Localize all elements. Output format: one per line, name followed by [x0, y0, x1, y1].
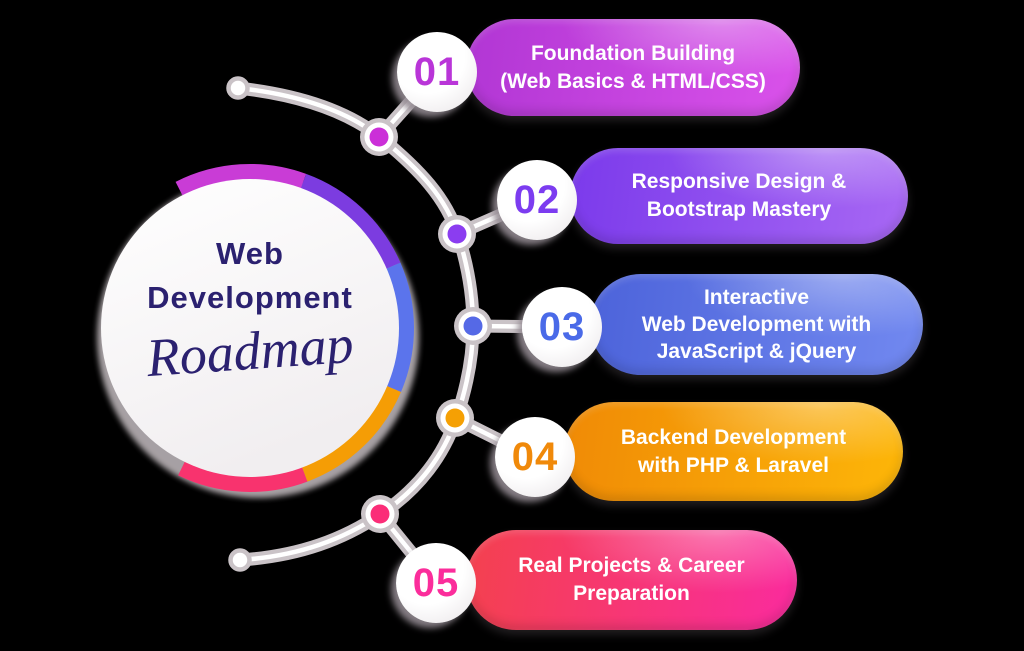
node-dot-3	[454, 307, 492, 345]
step-2-number-badge: 02	[497, 160, 577, 240]
step-3-label-line-3: JavaScript & jQuery	[656, 340, 857, 363]
step-3-label-line-2: Web Development with	[641, 313, 872, 336]
arc-endpoint-dot-bottom	[228, 548, 252, 572]
step-5-label-line-1: Real Projects & Career	[518, 554, 745, 577]
step-3-number: 03	[538, 304, 586, 349]
step-1-banner: Foundation Building (Web Basics & HTML/C…	[466, 19, 800, 116]
node-dot-2	[438, 215, 476, 253]
step-4-label-line-2: with PHP & Laravel	[637, 453, 829, 477]
step-3-number-badge: 03	[522, 287, 602, 367]
step-1-number: 01	[413, 49, 461, 94]
center-title: Web Development Roadmap	[100, 232, 400, 388]
step-1-label-line-1: Foundation Building	[530, 41, 736, 65]
step-2-label-line-1: Responsive Design &	[631, 170, 847, 193]
step-3-label-line-1: Interactive	[703, 286, 810, 309]
ring-segment-purple	[300, 173, 401, 270]
step-4-banner: Backend Development with PHP & Laravel	[564, 402, 903, 501]
arc-nodes	[360, 118, 492, 533]
step-1-number-badge: 01	[397, 32, 477, 112]
node-dot-4	[436, 399, 474, 437]
step-4-number: 04	[511, 434, 559, 479]
step-1-label-line-2: (Web Basics & HTML/CSS)	[500, 69, 766, 93]
center-circle	[101, 179, 399, 477]
step-5-number-badge: 05	[396, 543, 476, 623]
step-2-label-line-2: Bootstrap Mastery	[646, 198, 832, 221]
node-dot-1	[360, 118, 398, 156]
ring-segment-blue	[385, 262, 414, 393]
ring-segment-magenta	[175, 164, 307, 197]
title-roadmap-script: Roadmap	[144, 313, 356, 389]
step-2-number: 02	[513, 177, 561, 222]
step-5-number: 05	[412, 560, 460, 605]
step-3-banner: Interactive Web Development with JavaScr…	[590, 274, 923, 375]
step-5-label-line-2: Preparation	[573, 582, 690, 605]
title-line-web: Web	[216, 236, 284, 271]
center-ring	[175, 164, 414, 492]
step-2-banner: Responsive Design & Bootstrap Mastery	[570, 148, 908, 244]
step-5-banner: Real Projects & Career Preparation	[466, 530, 797, 630]
ring-segment-pink	[178, 460, 308, 492]
ring-segment-orange	[301, 385, 401, 482]
node-dot-5	[361, 495, 399, 533]
step-4-label-line-1: Backend Development	[620, 425, 847, 449]
title-line-development: Development	[147, 280, 353, 315]
arc-endpoint-dot-top	[226, 76, 250, 100]
step-4-number-badge: 04	[495, 417, 575, 497]
